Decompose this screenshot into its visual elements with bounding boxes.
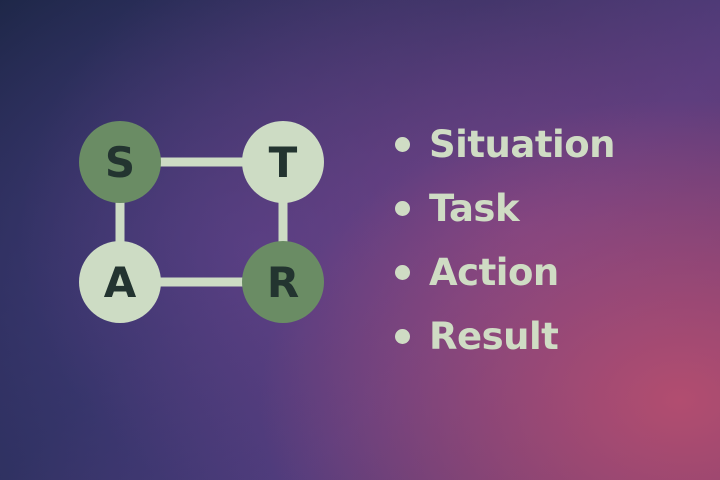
bullet-icon xyxy=(395,136,410,152)
node-letter: R xyxy=(267,258,299,307)
bullet-list: Situation Task Action Result xyxy=(395,112,615,368)
bullet-label: Action xyxy=(429,250,559,294)
node-a: A xyxy=(79,241,161,323)
node-r: R xyxy=(242,241,324,323)
list-item: Result xyxy=(395,304,615,368)
list-item: Action xyxy=(395,240,615,304)
bullet-label: Result xyxy=(429,314,559,358)
node-letter: A xyxy=(104,258,137,307)
bullet-icon xyxy=(395,200,410,216)
bullet-icon xyxy=(395,328,410,344)
bullet-label: Situation xyxy=(429,122,615,166)
list-item: Task xyxy=(395,176,615,240)
node-letter: S xyxy=(105,138,135,187)
node-t: T xyxy=(242,121,324,203)
node-s: S xyxy=(79,121,161,203)
node-letter: T xyxy=(269,138,298,187)
bullet-icon xyxy=(395,264,410,280)
bullet-label: Task xyxy=(429,186,520,230)
list-item: Situation xyxy=(395,112,615,176)
